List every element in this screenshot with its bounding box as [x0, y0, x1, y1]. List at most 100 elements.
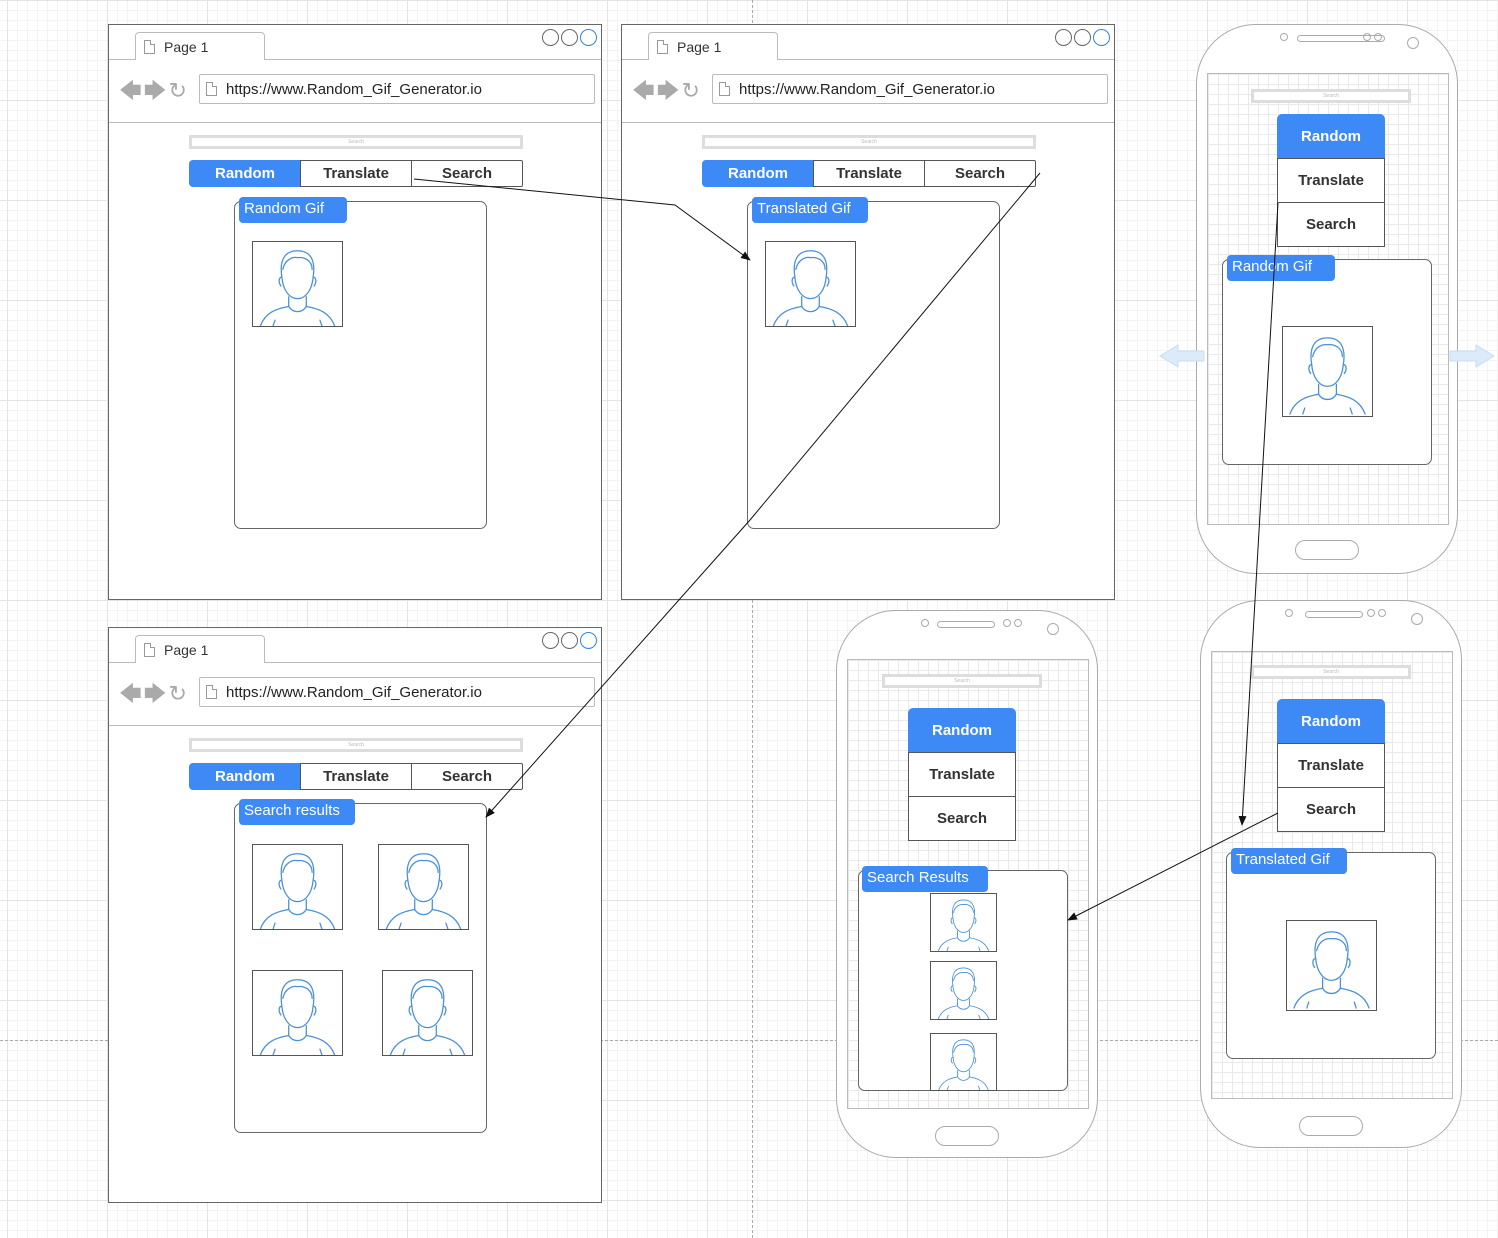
panel-title: Random Gif: [239, 197, 347, 223]
browser-tab[interactable]: Page 1: [135, 635, 265, 663]
gif-placeholder: [382, 970, 473, 1056]
speaker-icon: [937, 621, 995, 628]
tab-random[interactable]: Random: [908, 708, 1016, 753]
gif-placeholder: [930, 961, 997, 1020]
person-avatar-icon: [937, 899, 990, 951]
person-avatar-icon: [938, 1039, 989, 1090]
gif-placeholder: [930, 1033, 997, 1091]
tab-label: Page 1: [164, 39, 209, 55]
home-button[interactable]: [1299, 1116, 1363, 1136]
back-arrow-icon[interactable]: 🡄: [632, 78, 657, 103]
person-avatar-icon: [1289, 337, 1366, 415]
tab-search[interactable]: Search: [924, 160, 1036, 187]
random-gif-panel: [234, 201, 487, 529]
tab-random[interactable]: Random: [189, 763, 301, 790]
search-input[interactable]: Search: [882, 674, 1042, 688]
person-avatar-icon: [259, 250, 336, 326]
person-avatar-icon: [385, 853, 462, 929]
sensor-icon: [1374, 33, 1382, 41]
browser-window-search: Page 1 🡄🡆↻ https://www.Random_Gif_Genera…: [108, 627, 602, 1203]
person-avatar-icon: [259, 853, 336, 929]
search-input[interactable]: Search: [1251, 665, 1411, 679]
window-controls: [540, 29, 597, 49]
search-results-panel: [858, 870, 1068, 1091]
navigation-icons[interactable]: 🡄🡆↻: [119, 78, 189, 103]
tab-search[interactable]: Search: [411, 160, 523, 187]
browser-window-translate: Page 1 🡄🡆↻ https://www.Random_Gif_Genera…: [621, 24, 1115, 600]
gif-placeholder: [252, 844, 343, 930]
camera-icon: [1047, 623, 1059, 635]
tab-random[interactable]: Random: [189, 160, 301, 187]
window-circle-icon[interactable]: [580, 29, 597, 46]
gif-placeholder: [378, 844, 469, 930]
window-circle-icon[interactable]: [561, 29, 578, 46]
search-results-panel: [234, 803, 487, 1133]
tab-translate[interactable]: Translate: [908, 752, 1016, 797]
browser-tab[interactable]: Page 1: [648, 32, 778, 60]
tab-random[interactable]: Random: [702, 160, 814, 187]
home-button[interactable]: [1295, 540, 1359, 560]
tab-translate[interactable]: Translate: [300, 763, 412, 790]
horizontal-guide-line: [0, 1040, 1498, 1041]
navigation-icons[interactable]: 🡄🡆↻: [119, 681, 189, 706]
random-gif-panel: [1222, 259, 1432, 465]
search-input[interactable]: Search: [189, 135, 523, 149]
gif-placeholder: [930, 893, 997, 952]
url-text: https://www.Random_Gif_Generator.io: [226, 684, 482, 701]
gif-placeholder: [1286, 920, 1377, 1011]
tab-search[interactable]: Search: [908, 796, 1016, 841]
window-circle-icon[interactable]: [1093, 29, 1110, 46]
window-circle-icon[interactable]: [1074, 29, 1091, 46]
page-icon: [144, 643, 155, 657]
sensor-icon: [1363, 33, 1371, 41]
back-arrow-icon[interactable]: 🡄: [119, 681, 144, 706]
page-icon: [144, 40, 155, 54]
tab-translate[interactable]: Translate: [813, 160, 925, 187]
browser-tab[interactable]: Page 1: [135, 32, 265, 60]
tab-search[interactable]: Search: [1277, 787, 1385, 832]
person-avatar-icon: [937, 967, 990, 1019]
gif-placeholder: [765, 241, 856, 327]
forward-arrow-icon[interactable]: 🡆: [143, 78, 169, 103]
speaker-icon: [1305, 611, 1363, 618]
window-circle-icon[interactable]: [542, 632, 559, 649]
window-circle-icon[interactable]: [542, 29, 559, 46]
url-text: https://www.Random_Gif_Generator.io: [739, 81, 995, 98]
address-bar[interactable]: https://www.Random_Gif_Generator.io: [199, 677, 595, 707]
address-bar[interactable]: https://www.Random_Gif_Generator.io: [712, 74, 1108, 104]
forward-arrow-icon[interactable]: 🡆: [143, 681, 169, 706]
reload-icon[interactable]: ↻: [681, 78, 702, 103]
person-avatar-icon: [259, 979, 336, 1055]
home-button[interactable]: [935, 1126, 999, 1146]
window-circle-icon[interactable]: [580, 632, 597, 649]
camera-icon: [1280, 33, 1288, 41]
tab-search[interactable]: Search: [411, 763, 523, 790]
person-avatar-icon: [389, 979, 466, 1055]
tab-translate[interactable]: Translate: [300, 160, 412, 187]
sensor-icon: [1003, 619, 1011, 627]
reload-icon[interactable]: ↻: [168, 78, 189, 103]
forward-arrow-icon[interactable]: 🡆: [656, 78, 682, 103]
window-controls: [540, 632, 597, 652]
back-arrow-icon[interactable]: 🡄: [119, 78, 144, 103]
page-icon: [206, 82, 217, 96]
speaker-icon: [1297, 35, 1385, 42]
tab-search[interactable]: Search: [1277, 202, 1385, 247]
tab-translate[interactable]: Translate: [1277, 158, 1385, 203]
tab-translate[interactable]: Translate: [1277, 743, 1385, 788]
search-input[interactable]: Search: [702, 135, 1036, 149]
search-input[interactable]: Search: [189, 738, 523, 752]
navigation-icons[interactable]: 🡄🡆↻: [632, 78, 702, 103]
tab-random[interactable]: Random: [1277, 699, 1385, 744]
window-circle-icon[interactable]: [561, 632, 578, 649]
tab-label: Page 1: [164, 642, 209, 658]
address-bar[interactable]: https://www.Random_Gif_Generator.io: [199, 74, 595, 104]
tab-random[interactable]: Random: [1277, 114, 1385, 159]
panel-title: Search Results: [862, 866, 988, 892]
nav-tabs: Random Translate Search: [189, 763, 523, 790]
window-circle-icon[interactable]: [1055, 29, 1072, 46]
browser-chrome: Page 1 🡄🡆↻ https://www.Random_Gif_Genera…: [109, 628, 601, 726]
window-controls: [1053, 29, 1110, 49]
search-input[interactable]: Search: [1251, 89, 1411, 103]
reload-icon[interactable]: ↻: [168, 681, 189, 706]
